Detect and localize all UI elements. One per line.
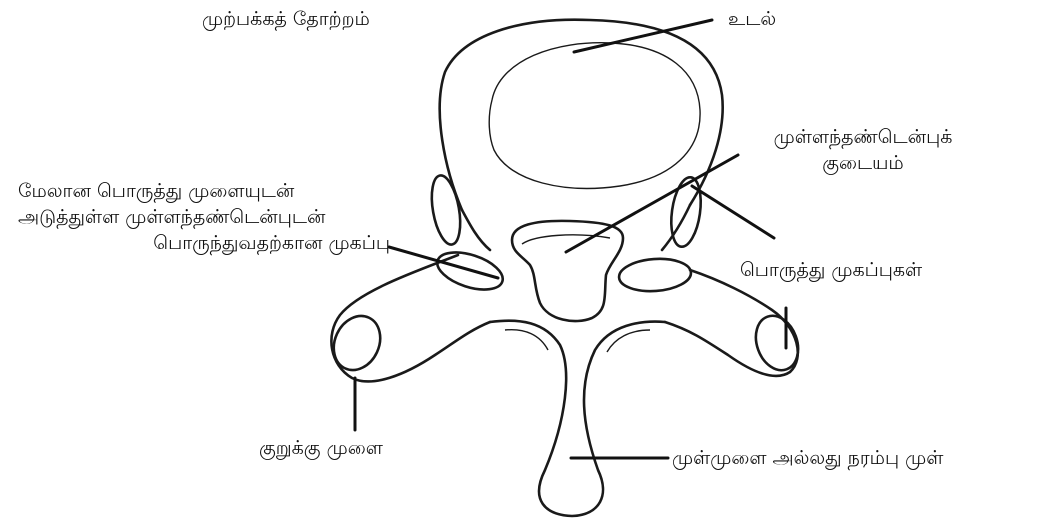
vertebral-canal xyxy=(512,221,623,321)
label-left-facet-line3: பொருந்துவதற்கான முகப்பு xyxy=(18,230,390,256)
label-left-facet-line1: மேலான பொருத்து முளையுடன் xyxy=(18,178,390,204)
label-left-facet-line2: அடுத்துள்ள முள்ளந்தண்டென்புடன் xyxy=(18,204,390,230)
spinous-process-inner-right xyxy=(607,330,650,352)
right-superior-articular-facet xyxy=(618,257,692,294)
leader-canal xyxy=(566,155,738,252)
left-pedicle xyxy=(462,210,490,250)
left-transverse-tip xyxy=(325,308,389,377)
label-vertebral-canal: முள்ளந்தண்டென்புக் குடையம் xyxy=(748,124,978,176)
label-spinous-process: முள்முளை அல்லது நரம்பு முள் xyxy=(672,445,943,471)
label-vertebral-canal-line2: குடையம் xyxy=(748,150,978,176)
vertebral-body-inner xyxy=(489,43,700,189)
label-transverse-process: குறுக்கு முளை xyxy=(259,435,383,461)
label-left-articular-facet: மேலான பொருத்து முளையுடன் அடுத்துள்ள முள்… xyxy=(18,178,390,256)
leader-right-facets xyxy=(692,186,774,238)
left-upper-facet xyxy=(427,173,465,246)
right-transverse-process xyxy=(665,270,798,376)
label-vertebral-canal-line1: முள்ளந்தண்டென்புக் xyxy=(748,124,978,150)
label-body: உடல் xyxy=(728,6,776,32)
diagram-title: முற்பக்கத் தோற்றம் xyxy=(202,6,370,32)
spinous-process xyxy=(490,321,665,516)
spinous-process-inner xyxy=(505,330,548,350)
label-articular-facets: பொருத்து முகப்புகள் xyxy=(740,257,922,283)
vertebral-body-outline xyxy=(440,20,723,210)
right-transverse-tip xyxy=(749,310,806,376)
